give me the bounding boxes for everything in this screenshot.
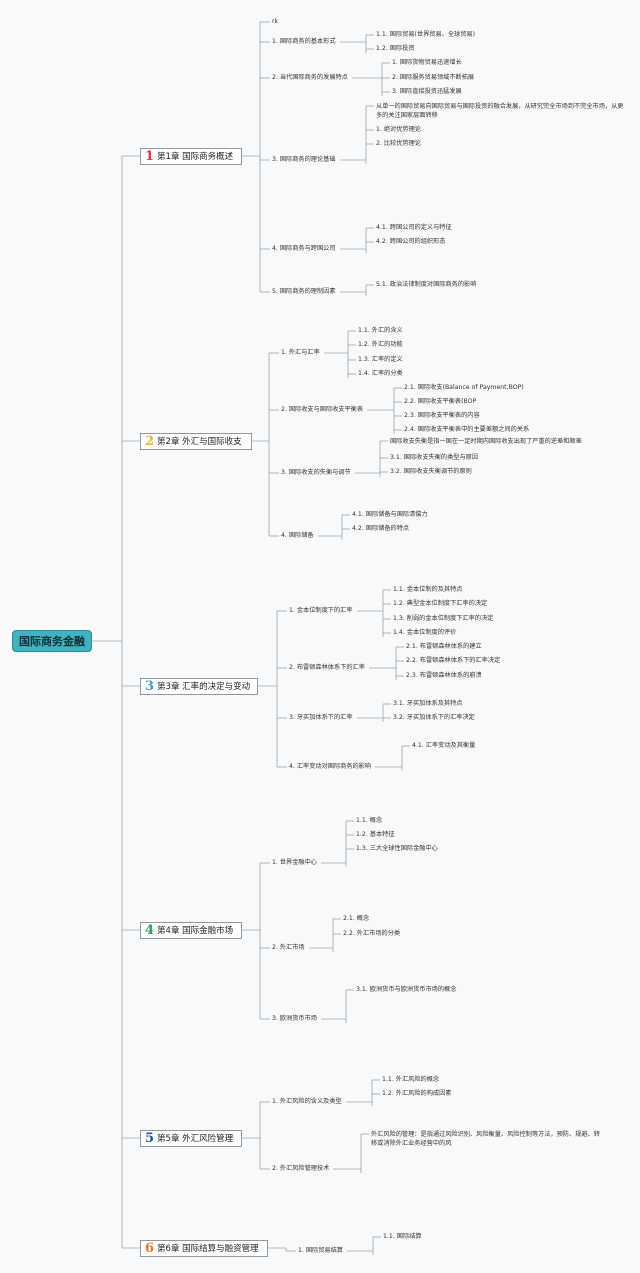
chapter-number: 5	[145, 1131, 155, 1146]
chapter-label: 第2章 外汇与国际收支	[157, 437, 242, 447]
leaf-node[interactable]: 1.1. 外汇风险的概念	[382, 1076, 440, 1083]
section-node[interactable]: 4. 国际商务与跨国公司	[272, 245, 336, 252]
leaf-node[interactable]: 3.2. 国际收支失衡调节的原则	[390, 468, 472, 475]
chapter-label: 第3章 汇率的决定与变动	[157, 682, 251, 692]
section-node[interactable]: 1. 金本位制度下的汇率	[289, 607, 353, 614]
leaf-node[interactable]: 1.2. 国际投资	[376, 45, 415, 52]
leaf-node[interactable]: 3. 国际直接投资迅猛发展	[392, 88, 462, 95]
leaf-node[interactable]: 2.3. 国际收支平衡表的内容	[404, 412, 480, 419]
leaf-node[interactable]: 2.2. 国际收支平衡表(BOP	[404, 398, 477, 405]
leaf-node[interactable]: 1. 国际货物贸易迅速增长	[392, 59, 462, 66]
chapter-label: 第5章 外汇风险管理	[157, 1134, 234, 1144]
chapter-label: 第1章 国际商务概述	[157, 152, 234, 162]
leaf-node[interactable]: 2.1. 国际收支(Balance of Payment,BOP)	[404, 384, 524, 391]
note-node[interactable]: 从单一的国际贸易向国际贸易与国际投资的融合发展，从研究完全市场到不完全市场，从更…	[376, 103, 624, 119]
section-node[interactable]: 4. 汇率变动对国际商务的影响	[289, 763, 372, 770]
leaf-node[interactable]: 3.2. 牙买加体系下的汇率决定	[393, 714, 475, 721]
leaf-node[interactable]: 2.2. 布雷顿森林体系下的汇率决定	[406, 657, 501, 664]
section-node[interactable]: 3. 欧洲货币市场	[272, 1015, 317, 1022]
leaf-node[interactable]: 2. 国际服务贸易领域不断拓展	[392, 74, 475, 81]
leaf-node[interactable]: 1.1. 外汇的含义	[358, 327, 403, 334]
leaf-node[interactable]: 4.2. 跨国公司的组织形态	[376, 238, 446, 245]
section-node[interactable]: 1. 外汇风险的含义及类型	[272, 1098, 342, 1105]
leaf-node[interactable]: 1.1. 概念	[356, 817, 383, 824]
leaf-node[interactable]: 1.1. 国际贸易(世界贸易、全球贸易)	[376, 31, 476, 38]
section-node[interactable]: 5. 国际商务的理制因素	[272, 288, 336, 295]
leaf-node[interactable]: 4.1. 跨国公司的定义与特征	[376, 224, 452, 231]
leaf-node[interactable]: 5.1. 政治法律制度对国际商务的影响	[376, 281, 477, 288]
note-node[interactable]: 外汇风险的管理：是指通过风险识别、风险衡量、风险控制等方法，预防、规避、转移或消…	[371, 1131, 600, 1147]
leaf-node[interactable]: 1.2. 基本特征	[356, 831, 395, 838]
section-node[interactable]: 3. 国际商务的理论基础	[272, 156, 336, 163]
section-node[interactable]: 2. 布雷顿森林体系下的汇率	[289, 664, 365, 671]
leaf-node[interactable]: 2.3. 布雷顿森林体系的崩溃	[406, 672, 482, 679]
chapter-number: 4	[145, 923, 155, 938]
section-node[interactable]: 3. 国际收支的失衡与调节	[281, 469, 351, 476]
chapter-label: 第6章 国际结算与融资管理	[157, 1244, 259, 1254]
leaf-node[interactable]: 1. 绝对优势理论	[376, 126, 421, 133]
root-node[interactable]: 国际商务金融	[12, 630, 92, 652]
chapter-number: 2	[145, 434, 155, 449]
chapter-number: 6	[145, 1241, 155, 1256]
leaf-node[interactable]: 1.2. 典型金本位制度下汇率的决定	[393, 600, 488, 607]
leaf-node[interactable]: 1.4. 汇率的分类	[358, 370, 403, 377]
leaf-node[interactable]: 2.4. 国际收支平衡表中的主要差额之间的关系	[404, 426, 530, 433]
leaf-node[interactable]: 3.1. 国际收支失衡的类型与原因	[390, 454, 479, 461]
leaf-node[interactable]: 3.1. 欧洲货币与欧洲货币市场的概念	[356, 986, 457, 993]
leaf-node[interactable]: 1.1. 金本位制的及其特点	[393, 586, 463, 593]
section-node[interactable]: 2. 外汇市场	[272, 944, 305, 951]
leaf-node[interactable]: 1.2. 外汇的功能	[358, 341, 403, 348]
leaf-node[interactable]: 1.3. 削弱的金本位制度下汇率的决定	[393, 615, 494, 622]
section-node[interactable]: 2. 当代国际商务的发展特点	[272, 74, 348, 81]
leaf-node[interactable]: 2.1. 概念	[343, 915, 370, 922]
leaf-node[interactable]: 2. 比较优势理论	[376, 140, 421, 147]
section-node[interactable]: 3. 牙买加体系下的汇率	[289, 714, 353, 721]
leaf-node[interactable]: 4.2. 国际储备的特点	[352, 525, 410, 532]
leaf-node[interactable]: 1.3. 汇率的定义	[358, 356, 403, 363]
leaf-node[interactable]: 1.4. 金本位制度的评价	[393, 629, 457, 636]
leaf-node[interactable]: 1.2. 外汇风险的构成因素	[382, 1090, 452, 1097]
section-node[interactable]: 1. 国际商务的基本形式	[272, 38, 336, 45]
section-node[interactable]: 1. 国际贸易结算	[298, 1247, 343, 1254]
section-node[interactable]: 2. 国际收支与国际收支平衡表	[281, 406, 364, 413]
leaf-node[interactable]: 3.1. 牙买加体系及其特点	[393, 700, 463, 707]
leaf-node[interactable]: 1.1. 国际结算	[383, 1233, 422, 1240]
chapter-number: 1	[145, 149, 155, 164]
leaf-node[interactable]: 2.1. 布雷顿森林体系的建立	[406, 643, 482, 650]
section-node[interactable]: 4. 国际储备	[281, 532, 314, 539]
section-node[interactable]: 1. 世界金融中心	[272, 859, 317, 866]
leaf-node[interactable]: 1.3. 三大全球性国际金融中心	[356, 845, 438, 852]
chapter-number: 3	[145, 679, 155, 694]
leaf-node[interactable]: 2.2. 外汇市场的分类	[343, 930, 401, 937]
leaf-node[interactable]: 4.1. 汇率变动及其衡量	[412, 742, 476, 749]
section-node[interactable]: 1. 外汇与汇率	[281, 349, 320, 356]
chapter-label: 第4章 国际金融市场	[157, 926, 234, 936]
section-node[interactable]: 2. 外汇风险管理技术	[272, 1165, 330, 1172]
leaf-node[interactable]: 4.1. 国际储备与国际清偿力	[352, 511, 428, 518]
note-node[interactable]: 国际收支失衡是指一国在一定时期内国际收支出现了严重的逆差和顺差	[390, 438, 582, 445]
section-node[interactable]: rk	[272, 18, 279, 25]
